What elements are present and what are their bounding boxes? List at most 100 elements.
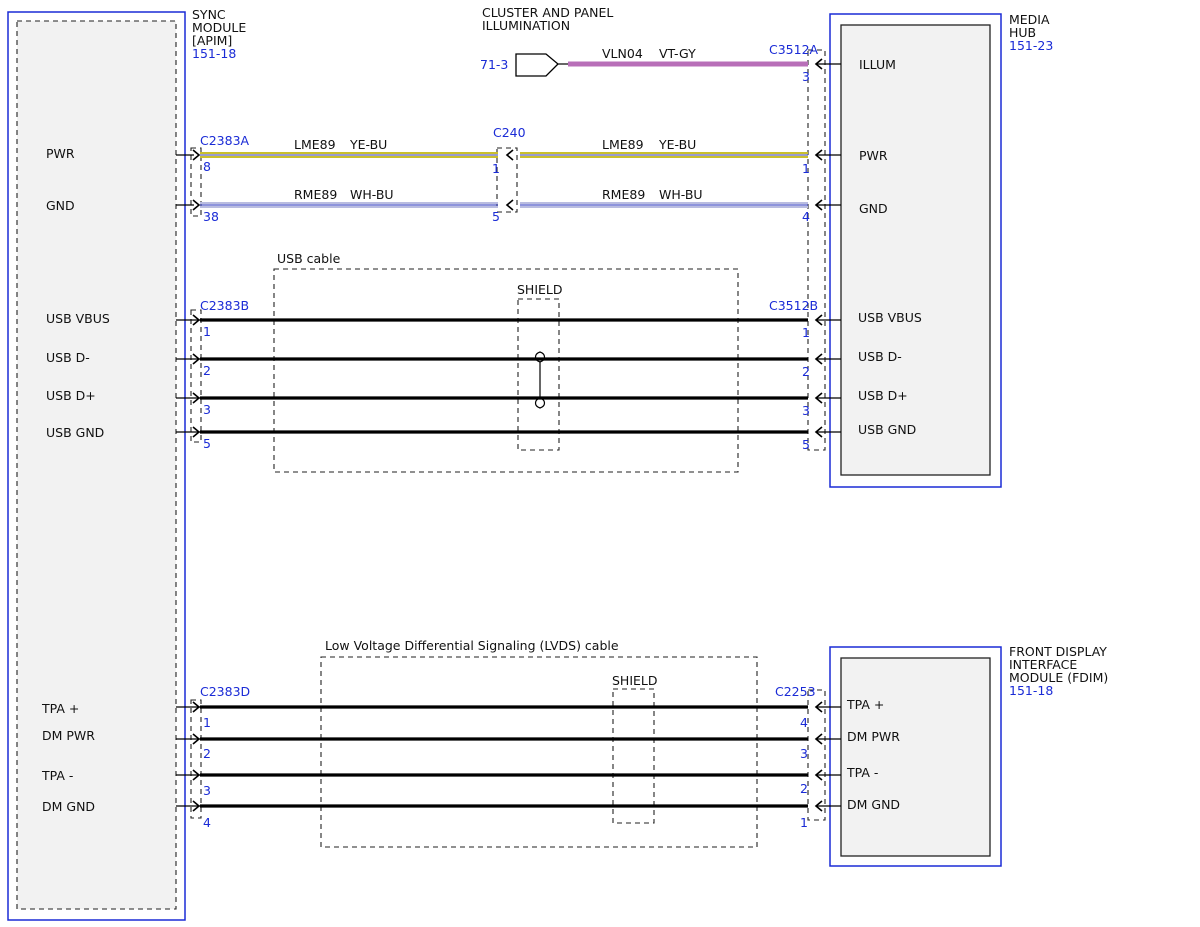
cluster-illumination-title-1: CLUSTER AND PANEL bbox=[482, 5, 613, 20]
pwr-circuit-2: LME89 bbox=[602, 137, 644, 152]
c2383b-label: C2383B bbox=[200, 298, 249, 313]
c240-connector-outline bbox=[496, 147, 518, 213]
illum-pin-label: ILLUM bbox=[859, 57, 896, 72]
fdim-title-2: INTERFACE bbox=[1009, 657, 1077, 672]
power-wires: C2383A C240 PWR LME89 YE-BU 8 1 LME89 YE… bbox=[46, 125, 888, 224]
dm-pwr-chevron-left bbox=[192, 733, 201, 745]
pwr-right-pin: 1 bbox=[802, 161, 810, 176]
sync-usb-vbus-label: USB VBUS bbox=[46, 311, 110, 326]
tpa-minus-chevron-left bbox=[192, 769, 201, 781]
pwr-circuit-1: LME89 bbox=[294, 137, 336, 152]
sync-usb-dplus-label: USB D+ bbox=[46, 388, 96, 403]
tpa-plus-right-pin: 4 bbox=[800, 715, 808, 730]
sync-pwr-label: PWR bbox=[46, 146, 75, 161]
media-hub-outline bbox=[829, 13, 1002, 488]
media-hub-usb-dplus-label: USB D+ bbox=[858, 388, 908, 403]
tpa-plus-left-pin: 1 bbox=[203, 715, 211, 730]
usb-dplus-chevron-left bbox=[192, 392, 201, 404]
gnd-chevron-c240 bbox=[505, 199, 514, 211]
usb-twist-bottom bbox=[534, 397, 546, 409]
sync-module: SYNC MODULE [APIM] 151-18 bbox=[7, 7, 246, 921]
dm-gnd-left-pin: 4 bbox=[203, 815, 211, 830]
c2383b-connector-outline bbox=[190, 309, 202, 443]
c2383a-label: C2383A bbox=[200, 133, 250, 148]
media-hub-pwr-label: PWR bbox=[859, 148, 888, 163]
fdim-tpa-plus-label: TPA + bbox=[846, 697, 884, 712]
fdim-tpa-minus-label: TPA - bbox=[846, 765, 878, 780]
lvds-shield-outline bbox=[612, 688, 655, 824]
sync-usb-dminus-label: USB D- bbox=[46, 350, 90, 365]
media-hub-ref[interactable]: 151-23 bbox=[1009, 38, 1053, 53]
cluster-illumination-ref[interactable]: 71-3 bbox=[480, 57, 508, 72]
c3512b-label: C3512B bbox=[769, 298, 818, 313]
illum-wire-color: VT-GY bbox=[659, 46, 696, 61]
tpa-minus-right-pin: 2 bbox=[800, 781, 808, 796]
pwr-wire-segment-2 bbox=[520, 152, 808, 158]
usb-vbus-right-pin: 1 bbox=[802, 325, 810, 340]
pwr-wire-segment-1 bbox=[200, 152, 498, 158]
lvds-cable-outline bbox=[320, 656, 758, 848]
pwr-chevron-c240 bbox=[505, 149, 514, 161]
usb-dminus-chevron-left bbox=[192, 353, 201, 365]
usb-gnd-right-pin: 5 bbox=[802, 437, 810, 452]
dm-gnd-chevron-left bbox=[192, 800, 201, 812]
gnd-c240-pin: 5 bbox=[492, 209, 500, 224]
sync-module-title-1: SYNC bbox=[192, 7, 226, 22]
pwr-color-2: YE-BU bbox=[658, 137, 696, 152]
media-hub-title-1: MEDIA bbox=[1009, 12, 1050, 27]
dm-gnd-right-pin: 1 bbox=[800, 815, 808, 830]
sync-tpa-plus-label: TPA + bbox=[41, 701, 79, 716]
c2383a-connector-outline bbox=[190, 147, 202, 217]
fdim-body bbox=[840, 657, 991, 857]
dm-pwr-right-pin: 3 bbox=[800, 746, 808, 761]
fdim-dm-gnd-label: DM GND bbox=[847, 797, 900, 812]
c240-label: C240 bbox=[493, 125, 526, 140]
illum-connector-label: C3512A bbox=[769, 42, 819, 57]
pwr-chevron-left bbox=[192, 149, 201, 161]
tpa-minus-left-pin: 3 bbox=[203, 783, 211, 798]
fdim-ref[interactable]: 151-18 bbox=[1009, 683, 1053, 698]
cluster-illumination-circuit: CLUSTER AND PANEL ILLUMINATION 71-3 VLN0… bbox=[480, 5, 896, 84]
usb-gnd-left-pin: 5 bbox=[203, 436, 211, 451]
media-hub-connector-outline bbox=[807, 49, 826, 451]
pwr-c240-pin: 1 bbox=[492, 161, 500, 176]
media-hub-usb-dminus-label: USB D- bbox=[858, 349, 902, 364]
fdim-module: FRONT DISPLAY INTERFACE MODULE (FDIM) 15… bbox=[807, 644, 1108, 867]
illum-circuit: VLN04 bbox=[602, 46, 643, 61]
gnd-circuit-2: RME89 bbox=[602, 187, 645, 202]
c2253-label: C2253 bbox=[775, 684, 816, 699]
gnd-color-1: WH-BU bbox=[350, 187, 394, 202]
cluster-illumination-connector-shape bbox=[515, 53, 559, 77]
sync-module-body bbox=[16, 20, 177, 910]
c2383d-connector-outline bbox=[190, 699, 202, 819]
media-hub-module: MEDIA HUB 151-23 bbox=[807, 12, 1053, 488]
usb-gnd-chevron-left bbox=[192, 426, 201, 438]
sync-dm-gnd-label: DM GND bbox=[42, 799, 95, 814]
usb-dplus-right-pin: 3 bbox=[802, 403, 810, 418]
gnd-chevron-left bbox=[192, 199, 201, 211]
sync-module-ref[interactable]: 151-18 bbox=[192, 46, 236, 61]
fdim-dm-pwr-label: DM PWR bbox=[847, 729, 900, 744]
gnd-left-pin: 38 bbox=[203, 209, 219, 224]
sync-dm-pwr-label: DM PWR bbox=[42, 728, 95, 743]
media-hub-title-2: HUB bbox=[1009, 25, 1036, 40]
fdim-title-1: FRONT DISPLAY bbox=[1009, 644, 1107, 659]
cluster-illumination-title-2: ILLUMINATION bbox=[482, 18, 570, 33]
usb-dminus-left-pin: 2 bbox=[203, 363, 211, 378]
fdim-connector-outline bbox=[807, 689, 826, 821]
sync-gnd-label: GND bbox=[46, 198, 75, 213]
tpa-plus-chevron-left bbox=[192, 701, 201, 713]
usb-cable-outline bbox=[273, 268, 739, 473]
lvds-cable: Low Voltage Differential Signaling (LVDS… bbox=[41, 638, 900, 848]
usb-dminus-right-pin: 2 bbox=[802, 364, 810, 379]
gnd-right-pin: 4 bbox=[802, 209, 810, 224]
usb-vbus-left-pin: 1 bbox=[203, 324, 211, 339]
dm-pwr-left-pin: 2 bbox=[203, 746, 211, 761]
pwr-left-pin: 8 bbox=[203, 159, 211, 174]
illum-pin: 3 bbox=[802, 69, 810, 84]
fdim-outline bbox=[829, 646, 1002, 867]
usb-shield-label: SHIELD bbox=[517, 282, 563, 297]
c2383d-label: C2383D bbox=[200, 684, 250, 699]
sync-module-outline bbox=[7, 11, 186, 921]
